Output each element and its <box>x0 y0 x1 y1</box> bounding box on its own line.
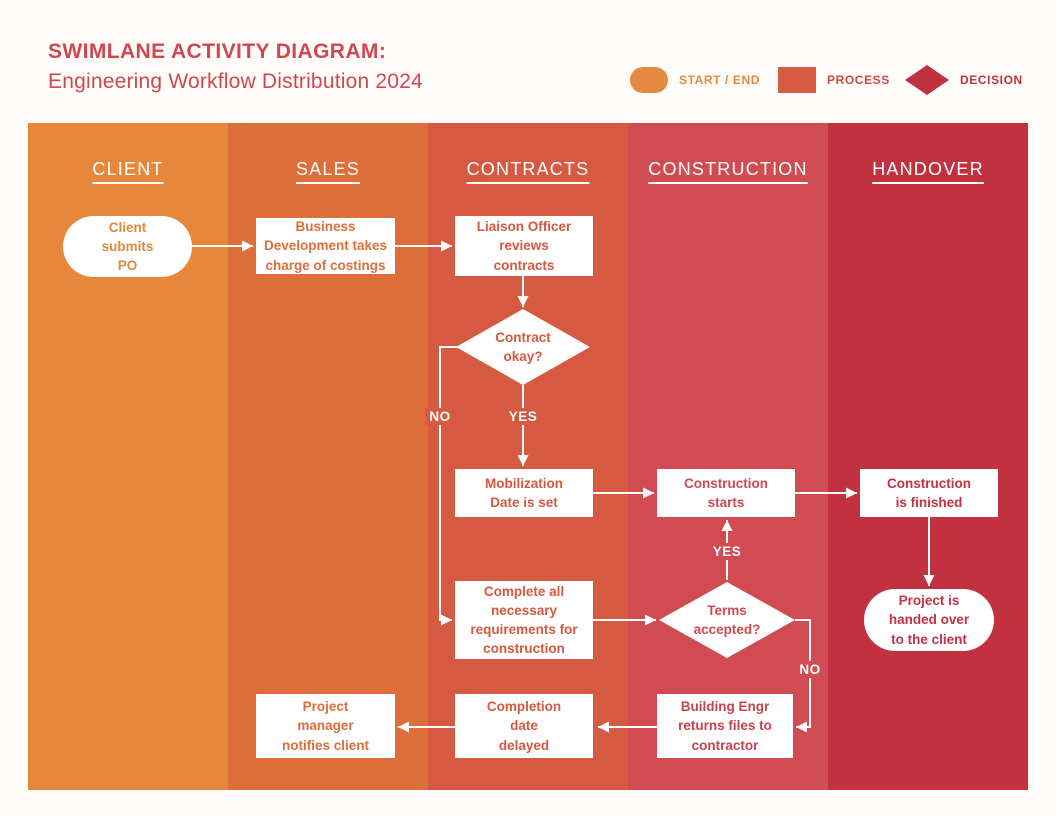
lane-header-sales: SALES <box>295 159 361 179</box>
lane-header-construction: CONSTRUCTION <box>648 159 808 179</box>
node-building-engr-returns: Building Engr returns files to contracto… <box>657 694 793 758</box>
edge-label-terms-no: NO <box>795 661 825 678</box>
lane-construction: CONSTRUCTION <box>628 123 828 790</box>
node-project-handed-over: Project is handed over to the client <box>864 589 994 651</box>
lane-handover: HANDOVER <box>828 123 1028 790</box>
node-project-manager-notifies: Project manager notifies client <box>256 694 395 758</box>
edge-label-terms-yes: YES <box>708 543 746 560</box>
page-title: SWIMLANE ACTIVITY DIAGRAM: <box>48 40 387 63</box>
node-construction-finished: Construction is finished <box>860 469 998 517</box>
legend-label-process: PROCESS <box>827 73 890 87</box>
legend-item-start-end: START / END <box>630 67 760 93</box>
lane-header-client: CLIENT <box>92 159 164 179</box>
node-client-submits-po: Client submits PO <box>63 216 192 277</box>
legend-item-process: PROCESS <box>778 67 890 93</box>
start-end-shape-icon <box>630 67 668 93</box>
legend-label-start-end: START / END <box>679 73 761 87</box>
node-completion-date-delayed: Completion date delayed <box>455 694 593 758</box>
process-shape-icon <box>778 67 816 93</box>
node-complete-requirements: Complete all necessary requirements for … <box>455 581 593 659</box>
legend-item-decision: DECISION <box>905 65 1023 95</box>
node-mobilization-date: Mobilization Date is set <box>455 469 593 517</box>
lane-header-handover: HANDOVER <box>872 159 984 179</box>
lane-header-contracts: CONTRACTS <box>466 159 590 179</box>
node-liaison-officer: Liaison Officer reviews contracts <box>455 216 593 276</box>
edge-label-contract-no: NO <box>425 408 455 425</box>
node-business-development: Business Development takes charge of cos… <box>256 218 395 274</box>
edge-label-contract-yes: YES <box>504 408 542 425</box>
node-construction-starts: Construction starts <box>657 469 795 517</box>
decision-shape-icon <box>905 65 949 95</box>
page-subtitle: Engineering Workflow Distribution 2024 <box>48 70 423 93</box>
swimlane-band: CLIENT SALES CONTRACTS CONSTRUCTION HAND… <box>28 123 1028 790</box>
legend-label-decision: DECISION <box>960 73 1023 87</box>
